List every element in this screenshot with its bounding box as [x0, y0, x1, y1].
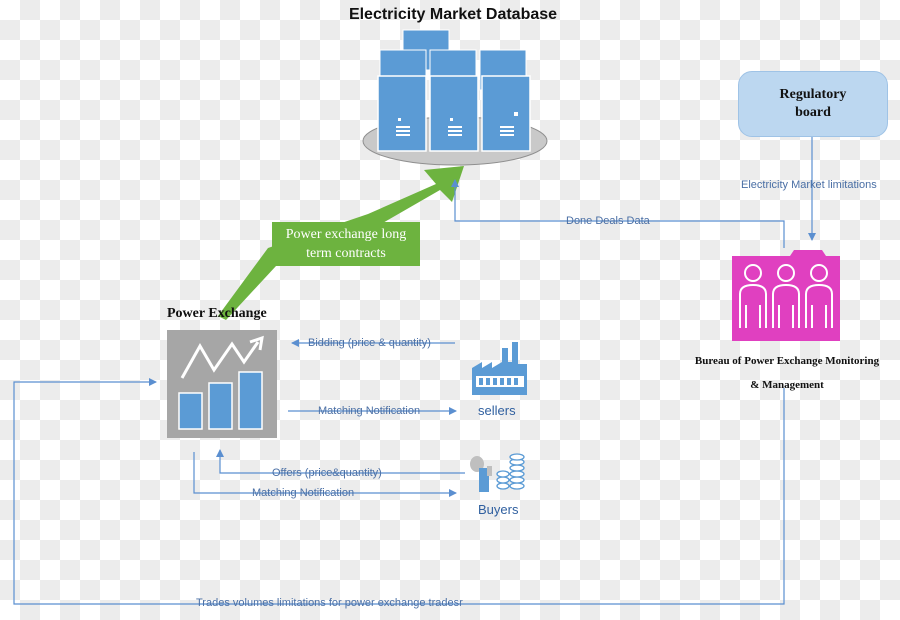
bidding-label: Bidding (price & quantity)	[308, 337, 431, 349]
regulatory-board-line1: Regulatory	[779, 87, 847, 102]
offers-label: Offers (price&quantity)	[272, 467, 382, 479]
offers-arrow	[216, 449, 465, 474]
server-cluster-icon	[362, 29, 548, 166]
database-title: Electricity Market Database	[348, 6, 558, 23]
matching-buyers-arrow	[193, 452, 457, 497]
market-limitations-label: Electricity Market limitations	[741, 179, 877, 191]
regulatory-board-line2: board	[795, 105, 831, 120]
power-exchange-label: Power Exchange	[167, 306, 267, 321]
done-deals-arrow	[451, 179, 785, 248]
coins-buyer-icon	[470, 453, 525, 492]
long-term-contracts-arrow	[218, 166, 464, 320]
trades-limitations-label: Trades volumes limitations for power exc…	[196, 597, 463, 609]
matching-sellers-label: Matching Notification	[318, 405, 421, 417]
regulatory-board-box: Regulatory board	[738, 71, 888, 137]
long-term-contracts-line1: Power exchange long	[285, 227, 407, 242]
bureau-label: Bureau of Power Exchange Monitoring & Ma…	[682, 349, 892, 397]
sellers-label: sellers	[478, 403, 516, 418]
buyers-label: Buyers	[478, 502, 519, 517]
long-term-contracts-line2: term contracts	[306, 246, 386, 261]
factory-icon	[472, 342, 527, 395]
bureau-label-line1: Bureau of Power Exchange Monitoring	[694, 355, 880, 367]
trend-chart-icon	[167, 330, 277, 438]
trades-limitations-arrow	[13, 378, 785, 605]
long-term-contracts-label: Power exchange long term contracts	[272, 222, 420, 266]
done-deals-label: Done Deals Data	[566, 215, 650, 227]
people-group-icon	[732, 250, 840, 341]
bureau-label-line2: & Management	[750, 379, 824, 391]
matching-buyers-label: Matching Notification	[252, 487, 355, 499]
